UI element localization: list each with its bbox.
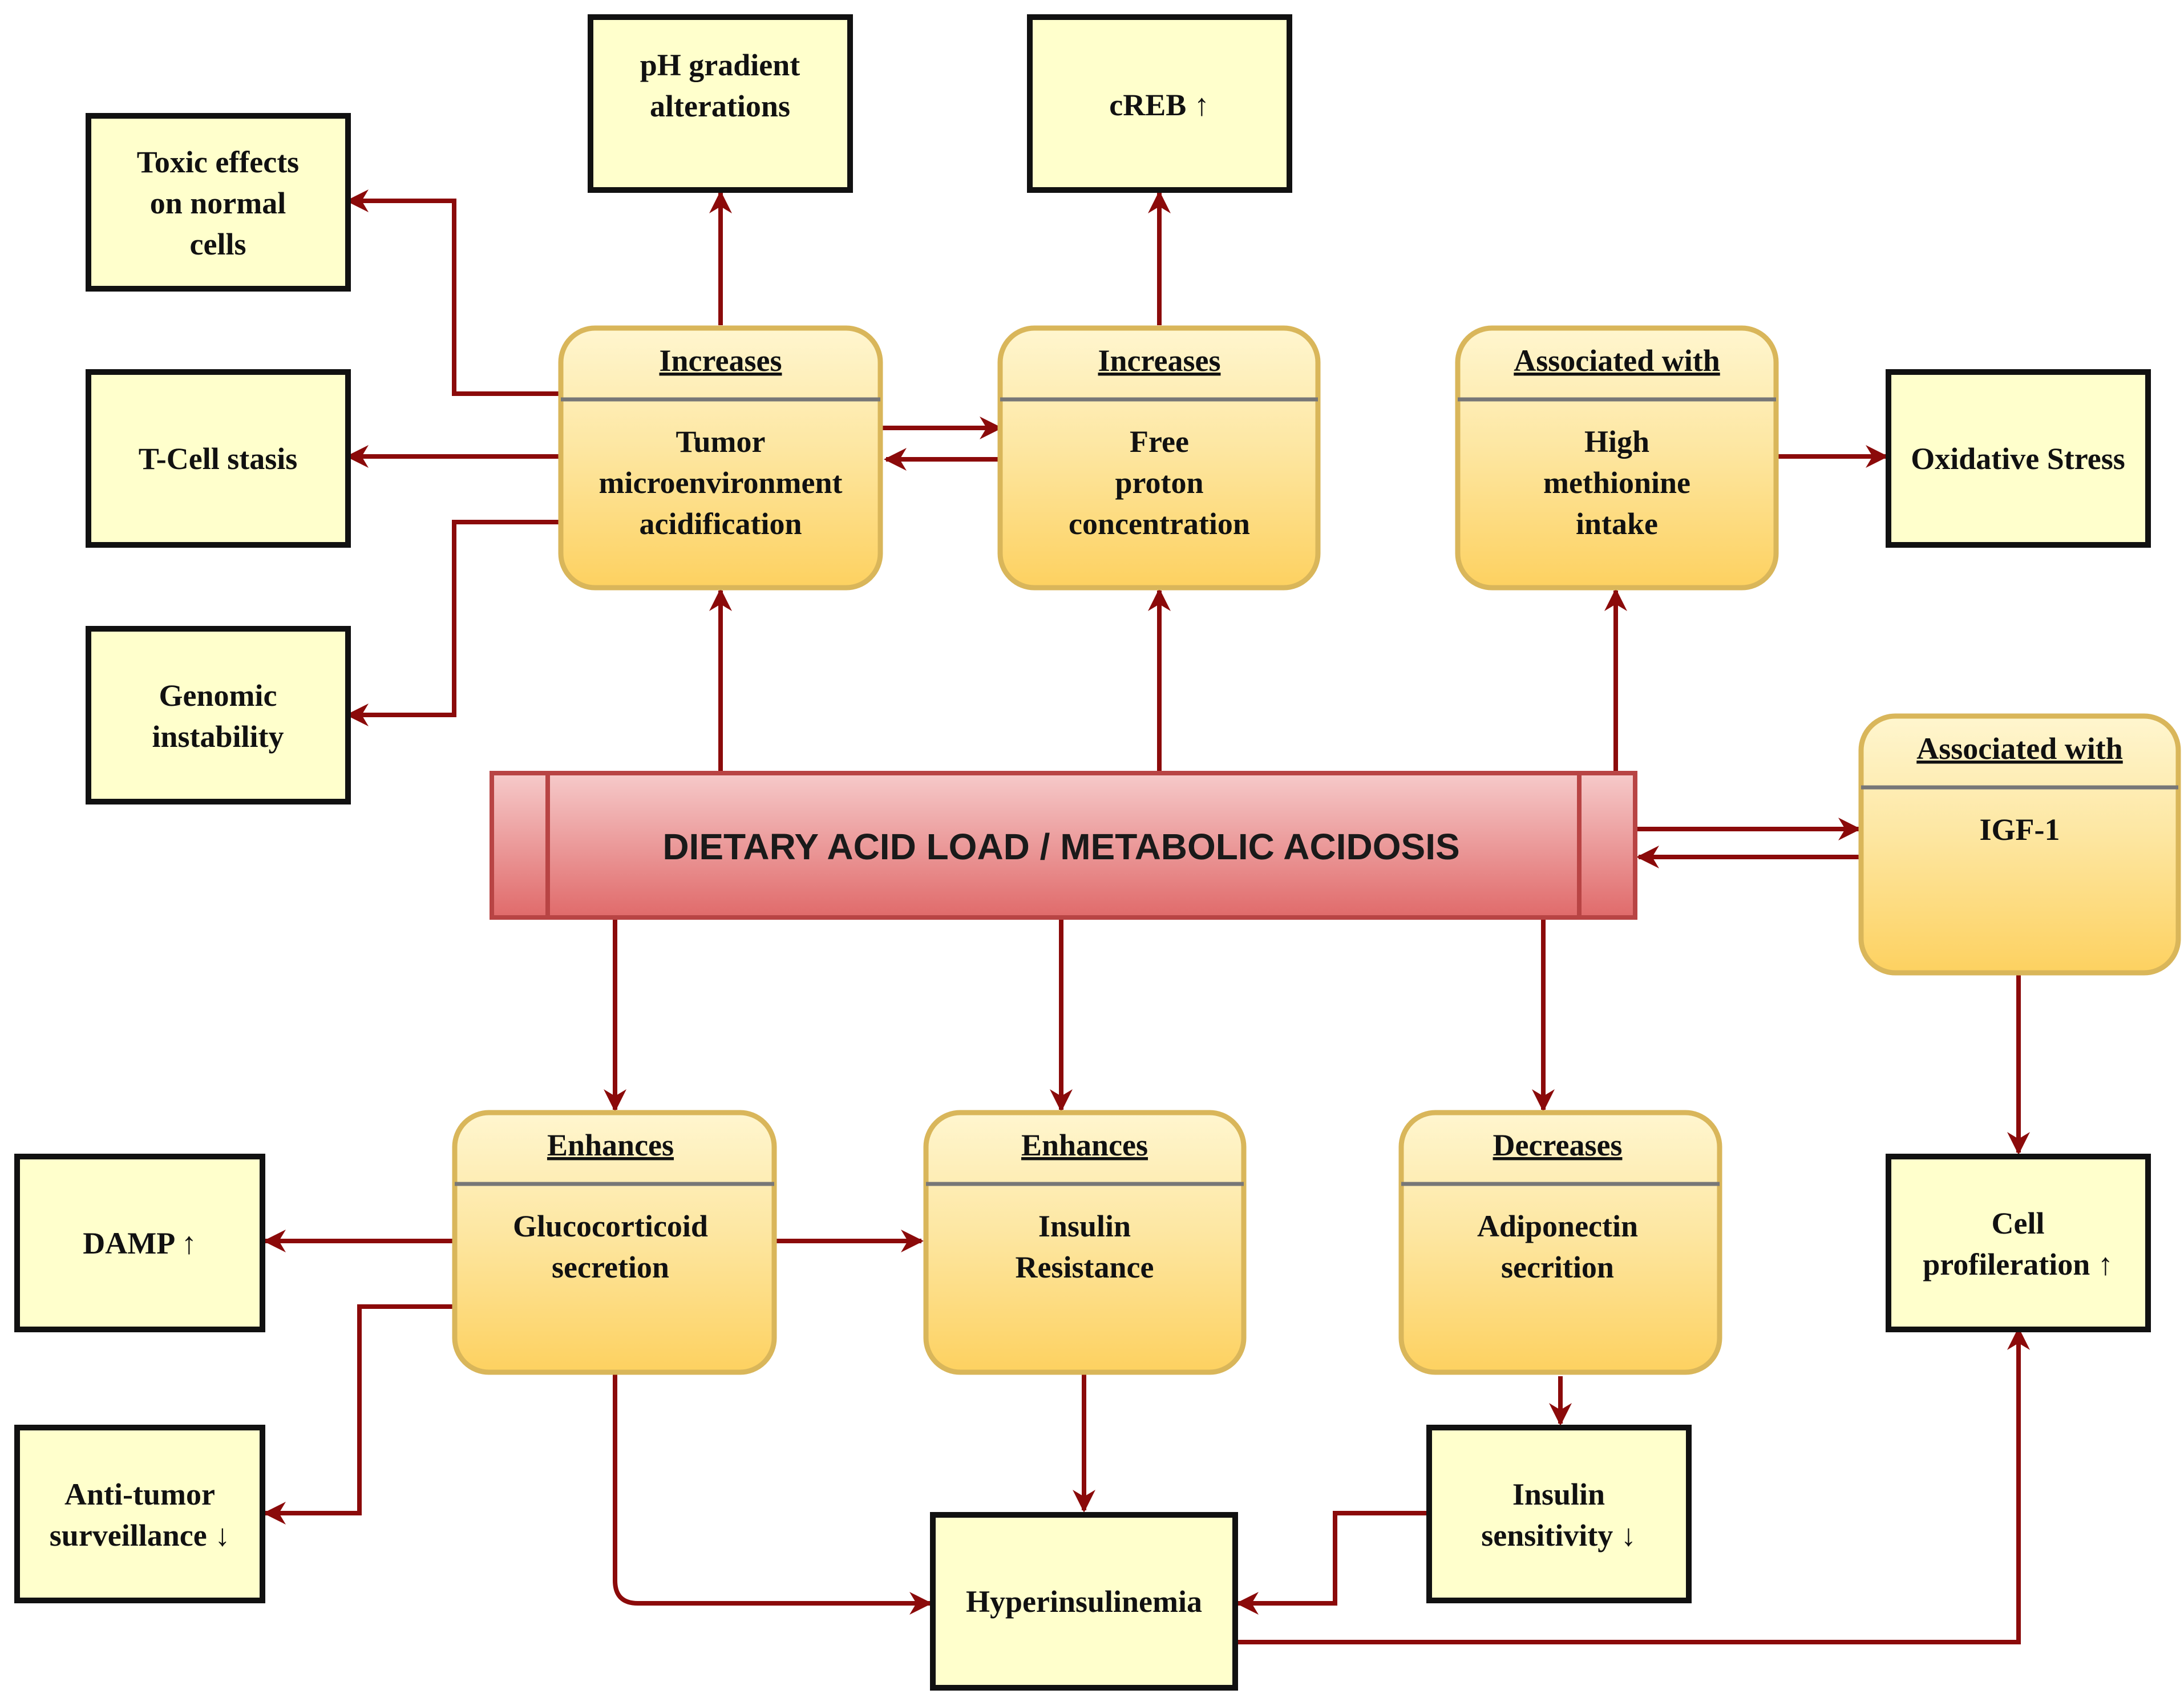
node-label-line: secretion: [552, 1250, 669, 1284]
arrow-tumor-to-toxic-effects: [346, 189, 561, 396]
box-genomic-instability: Genomic instability: [86, 626, 351, 805]
box-label-line: cREB ↑: [1109, 88, 1210, 122]
box-damp: DAMP ↑: [14, 1154, 265, 1332]
node-label-line: acidification: [640, 507, 802, 541]
node-label-line: secrition: [1501, 1250, 1614, 1284]
box-label-line: Hyperinsulinemia: [966, 1584, 1202, 1619]
rounded-node-methionine: Associated with High methionine intake: [1455, 325, 1779, 591]
arrow-hyperinsulinemia-to-cell-proliferation: [1238, 1327, 2030, 1644]
rounded-node-insulin-resistance: Enhances Insulin Resistance: [923, 1110, 1247, 1375]
box-ph-gradient: pH gradient alterations: [588, 14, 853, 193]
box-label-line: instability: [152, 719, 284, 754]
box-insulin-sensitivity: Insulin sensitivity ↓: [1426, 1425, 1692, 1603]
box-label-line: Oxidative Stress: [1911, 442, 2125, 476]
node-label-line: Tumor: [676, 425, 765, 459]
node-label-line: concentration: [1069, 507, 1250, 541]
box-label-line: Cell: [1992, 1206, 2045, 1240]
rounded-node-tumor-acidification: Increases Tumor microenvironment acidifi…: [558, 325, 883, 591]
box-label-line: alterations: [650, 89, 790, 123]
node-label-line: methionine: [1543, 466, 1690, 500]
arrow-tumor-to-genomic: [346, 520, 561, 726]
box-label-line: cells: [190, 227, 246, 261]
box-toxic-effects: Toxic effects on normal cells: [86, 113, 351, 292]
central-node: DIETARY ACID LOAD / METABOLIC ACIDOSIS: [490, 771, 1637, 920]
box-label-line: DAMP ↑: [83, 1226, 196, 1260]
node-label-line: Glucocorticoid: [513, 1209, 708, 1243]
connectors: [263, 189, 2030, 1644]
rounded-node-igf1: Associated with IGF-1: [1858, 713, 2181, 976]
box-label-line: Toxic effects: [137, 145, 299, 179]
box-oxidative-stress: Oxidative Stress: [1886, 369, 2151, 548]
node-label-line: Free: [1130, 425, 1189, 459]
node-label-line: proton: [1115, 466, 1203, 500]
box-label-line: profileration ↑: [1923, 1247, 2113, 1281]
arrow-insulin-sensitivity-to-hyperinsulinemia: [1236, 1511, 1426, 1615]
node-header: Decreases: [1493, 1128, 1623, 1162]
central-label: DIETARY ACID LOAD / METABOLIC ACIDOSIS: [662, 826, 1459, 867]
node-header: Associated with: [1916, 731, 2123, 766]
box-label-line: sensitivity ↓: [1481, 1518, 1636, 1553]
node-label-line: microenvironment: [599, 466, 843, 500]
arrow-glucocorticoid-to-hyperinsulinemia: [613, 1372, 932, 1615]
node-label-line: intake: [1576, 507, 1658, 541]
central-bar: [490, 771, 1637, 920]
node-label-line: Insulin: [1038, 1209, 1131, 1243]
rounded-node-free-proton: Increases Free proton concentration: [997, 325, 1321, 591]
box-hyperinsulinemia: Hyperinsulinemia: [930, 1512, 1238, 1691]
box-label-line: Anti-tumor: [64, 1477, 215, 1511]
box-label-line: Insulin: [1512, 1477, 1605, 1511]
box-cell-proliferation: Cell profileration ↑: [1886, 1154, 2151, 1332]
box-label-line: pH gradient: [640, 48, 800, 82]
rounded-node-adiponectin: Decreases Adiponectin secrition: [1398, 1110, 1722, 1375]
node-label-line: Resistance: [1016, 1250, 1154, 1284]
node-label-line: High: [1584, 425, 1649, 459]
box-anti-tumor-surveillance: Anti-tumor surveillance ↓: [14, 1425, 265, 1603]
node-header: Associated with: [1514, 343, 1720, 378]
box-label-line: Genomic: [159, 678, 277, 713]
node-header: Increases: [1098, 343, 1221, 378]
box-label-line: on normal: [150, 186, 286, 220]
box-creb: cREB ↑: [1027, 14, 1292, 193]
node-header: Enhances: [1021, 1128, 1148, 1162]
node-label-line: IGF-1: [1980, 812, 2060, 847]
node-label-line: Adiponectin: [1477, 1209, 1638, 1243]
rounded-node-glucocorticoid: Enhances Glucocorticoid secretion: [452, 1110, 777, 1375]
box-label-line: surveillance ↓: [50, 1518, 230, 1553]
node-header: Increases: [660, 343, 782, 378]
arrow-glucocorticoid-to-anti-tumor: [263, 1304, 455, 1525]
box-label-line: T-Cell stasis: [139, 442, 298, 476]
node-header: Enhances: [547, 1128, 674, 1162]
box-t-cell-stasis: T-Cell stasis: [86, 369, 351, 548]
